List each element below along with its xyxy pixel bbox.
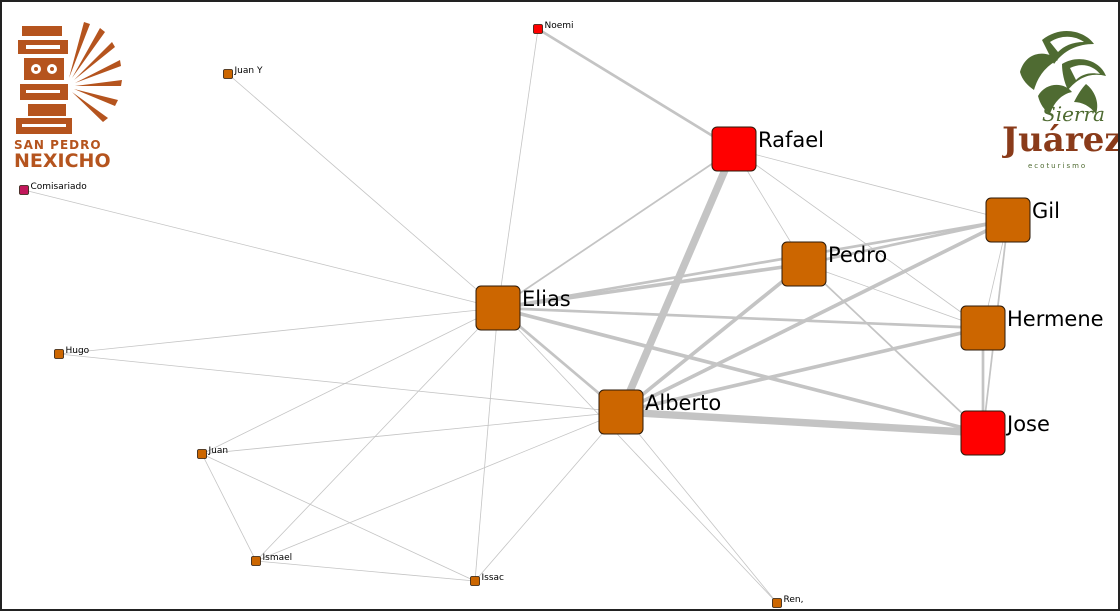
node-noemi-label: Noemi bbox=[545, 21, 574, 31]
node-issac-marker[interactable] bbox=[470, 576, 480, 586]
sierra-juarez-logo: Sierra Juárez ecoturismo bbox=[1002, 20, 1118, 172]
node-rafael[interactable]: Rafael bbox=[711, 126, 824, 172]
node-rafael-label: Rafael bbox=[758, 128, 824, 152]
edge-elias-hermene bbox=[497, 306, 984, 330]
edge-noemi-rafael bbox=[537, 27, 735, 151]
node-hugo[interactable]: Hugo bbox=[54, 346, 90, 359]
node-ren-label: Ren, bbox=[784, 595, 804, 605]
san-pedro-nexicho-logo: SAN PEDRO NEXICHO bbox=[14, 20, 124, 172]
node-gil-marker[interactable] bbox=[985, 197, 1031, 243]
edge-issac-alberto bbox=[474, 411, 622, 582]
edge-alberto-hermene bbox=[620, 326, 984, 414]
node-hermene[interactable]: Hermene bbox=[960, 305, 1104, 351]
edge-juan-ismael bbox=[201, 453, 257, 562]
node-ismael[interactable]: Ismael bbox=[251, 553, 293, 566]
node-juan_y-label: Juan Y bbox=[234, 66, 263, 76]
node-noemi-marker[interactable] bbox=[533, 24, 543, 34]
node-ismael-marker[interactable] bbox=[251, 556, 261, 566]
node-ren[interactable]: Ren, bbox=[772, 595, 804, 608]
aztec-glyph-icon bbox=[16, 22, 122, 134]
logo-ecoturismo-text: ecoturismo bbox=[1028, 162, 1088, 170]
logo-nexicho-text: NEXICHO bbox=[14, 150, 111, 172]
node-alberto[interactable]: Alberto bbox=[598, 389, 721, 435]
node-hugo-marker[interactable] bbox=[54, 349, 64, 359]
edge-alberto-jose bbox=[620, 408, 984, 437]
edge-rafael-hermene bbox=[733, 148, 984, 329]
node-pedro-label: Pedro bbox=[828, 243, 887, 267]
edge-ismael-issac bbox=[255, 560, 476, 582]
node-comisariado-marker[interactable] bbox=[19, 185, 29, 195]
logo-sierra-text: Sierra bbox=[1042, 102, 1105, 126]
node-juan-marker[interactable] bbox=[197, 449, 207, 459]
logo-juarez-text: Juárez bbox=[1002, 120, 1118, 160]
node-elias-marker[interactable] bbox=[475, 285, 521, 331]
node-rafael-marker[interactable] bbox=[711, 126, 757, 172]
node-gil[interactable]: Gil bbox=[985, 197, 1060, 243]
node-elias[interactable]: Elias bbox=[475, 285, 571, 331]
node-juan_y[interactable]: Juan Y bbox=[223, 66, 263, 79]
node-issac[interactable]: Issac bbox=[470, 573, 505, 586]
node-juan_y-marker[interactable] bbox=[223, 69, 233, 79]
edge-issac-elias bbox=[474, 307, 499, 582]
edge-ren-elias bbox=[497, 307, 778, 604]
edge-ren-alberto bbox=[620, 411, 778, 604]
node-juan[interactable]: Juan bbox=[197, 446, 229, 459]
node-gil-label: Gil bbox=[1032, 199, 1060, 223]
node-ren-marker[interactable] bbox=[772, 598, 782, 608]
edge-juan_y-elias bbox=[227, 73, 499, 309]
edge-elias-pedro bbox=[497, 262, 805, 310]
edges-layer bbox=[23, 27, 1009, 604]
node-juan-label: Juan bbox=[208, 446, 229, 456]
edge-ismael-alberto bbox=[255, 411, 622, 562]
edge-juan-issac bbox=[201, 453, 476, 582]
leaf-icon bbox=[1020, 31, 1106, 114]
node-alberto-marker[interactable] bbox=[598, 389, 644, 435]
edge-elias-jose bbox=[497, 306, 984, 435]
edge-elias-gil bbox=[497, 218, 1009, 310]
edge-rafael-elias bbox=[497, 148, 735, 309]
node-pedro-marker[interactable] bbox=[781, 241, 827, 287]
edge-juan-alberto bbox=[201, 411, 622, 455]
node-alberto-label: Alberto bbox=[645, 391, 721, 415]
node-comisariado[interactable]: Comisariado bbox=[19, 182, 88, 195]
node-comisariado-label: Comisariado bbox=[31, 182, 88, 192]
node-hugo-label: Hugo bbox=[66, 346, 90, 356]
edge-rafael-gil bbox=[733, 148, 1009, 221]
edge-hugo-elias bbox=[58, 307, 499, 355]
edge-alberto-gil bbox=[620, 218, 1009, 414]
edge-pedro-hermene bbox=[803, 263, 984, 329]
edge-comisariado-elias bbox=[23, 189, 499, 309]
edge-alberto-pedro bbox=[619, 262, 806, 414]
edge-ismael-elias bbox=[255, 307, 499, 562]
edge-pedro-jose bbox=[803, 263, 984, 434]
node-ismael-label: Ismael bbox=[263, 553, 293, 563]
node-jose-label: Jose bbox=[1005, 412, 1050, 436]
edge-hugo-alberto bbox=[58, 353, 622, 413]
node-hermene-label: Hermene bbox=[1007, 307, 1104, 331]
node-issac-label: Issac bbox=[482, 573, 505, 583]
node-noemi[interactable]: Noemi bbox=[533, 21, 574, 34]
node-hermene-marker[interactable] bbox=[960, 305, 1006, 351]
node-elias-label: Elias bbox=[522, 287, 571, 311]
edge-juan-elias bbox=[201, 307, 499, 455]
logo-san-pedro-text: SAN PEDRO bbox=[14, 138, 102, 152]
node-jose[interactable]: Jose bbox=[960, 410, 1050, 456]
edge-pedro-gil bbox=[803, 218, 1009, 266]
node-pedro[interactable]: Pedro bbox=[781, 241, 887, 287]
node-jose-marker[interactable] bbox=[960, 410, 1006, 456]
edge-noemi-elias bbox=[497, 28, 539, 309]
